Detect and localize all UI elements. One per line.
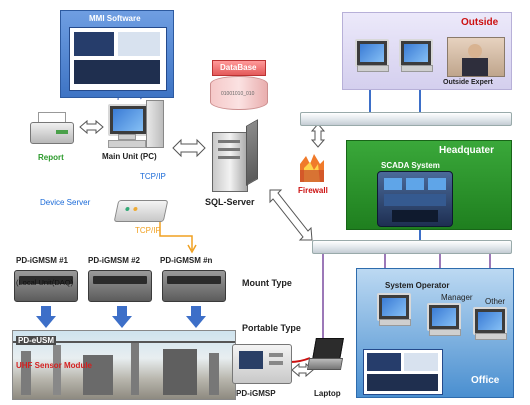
firewall-label: Firewall	[298, 186, 328, 195]
double-arrow-sql-bus	[269, 189, 313, 241]
database-label: DataBase	[220, 63, 257, 72]
outside-pc-1	[355, 39, 389, 67]
system-operator-label: System Operator	[385, 281, 450, 290]
double-arrow-outside-bus	[310, 123, 326, 148]
database-label-box: DataBase	[212, 60, 266, 76]
firewall-icon	[296, 152, 328, 182]
device-server-icon	[113, 200, 169, 222]
main-unit-label: Main Unit (PC)	[102, 152, 157, 161]
main-unit-pc-icon	[108, 100, 164, 148]
pd-igmsm-n-label: PD-iGMSM #n	[160, 256, 213, 265]
other-label: Other	[485, 297, 506, 306]
printer-icon	[30, 112, 74, 148]
laptop-label: Laptop	[314, 389, 341, 398]
office-title: Office	[471, 375, 500, 386]
down-arrow-2	[112, 306, 132, 328]
device-server-label: Device Server	[40, 198, 91, 207]
mmi-software-title: MMI Software	[89, 14, 141, 23]
network-bus-top	[300, 112, 512, 126]
office-panel: System Operator Manager Other Office	[356, 268, 514, 398]
scada-console	[377, 171, 453, 227]
database-bits: 01001010_010	[221, 91, 255, 97]
local-unit-2	[88, 270, 152, 302]
tcpip-label-top: TCP/IP	[140, 172, 166, 181]
headquater-panel: Headquater SCADA System	[346, 140, 512, 230]
pd-igmsp-label: PD-iGMSP	[236, 389, 276, 398]
down-arrow-1	[36, 306, 56, 328]
scada-label: SCADA System	[381, 161, 440, 170]
headquater-title: Headquater	[439, 145, 495, 156]
outside-expert-photo	[447, 37, 505, 77]
local-unit-1	[14, 270, 78, 302]
office-pc-3	[473, 307, 507, 335]
outside-pc-2	[399, 39, 433, 67]
double-arrow-mainunit-sql	[172, 138, 206, 158]
sql-server-label: SQL-Server	[205, 197, 255, 207]
network-bus-middle	[312, 240, 512, 254]
pd-igmsm-1-label: PD-iGMSM #1	[16, 256, 69, 265]
database-cylinder: 01001010_010	[210, 76, 268, 110]
mount-type-label: Mount Type	[242, 278, 292, 288]
outside-title: Outside	[461, 17, 499, 28]
tcpip-label-bottom: TCP/IP	[135, 226, 161, 235]
mmi-screen	[69, 27, 167, 91]
local-unit-n	[162, 270, 226, 302]
pd-eusm-label: PD-eUSM	[16, 336, 57, 345]
mmi-software-panel: MMI Software	[60, 10, 174, 98]
double-arrow-report	[79, 119, 104, 135]
office-pc-1	[377, 293, 411, 321]
report-label: Report	[38, 153, 64, 162]
manager-label: Manager	[441, 293, 473, 302]
outside-panel: Outside Outside Expert	[342, 12, 512, 90]
office-pc-2	[427, 303, 461, 331]
outside-expert-label: Outside Expert	[443, 79, 493, 86]
pd-igmsp-device	[232, 344, 292, 384]
sql-server-icon	[212, 119, 258, 192]
portable-type-label: Portable Type	[242, 323, 301, 333]
laptop-icon	[306, 338, 344, 372]
down-arrow-n	[186, 306, 206, 328]
pd-igmsm-2-label: PD-iGMSM #2	[88, 256, 141, 265]
local-unit-label: (Local Unit(DAQ)	[16, 278, 74, 287]
office-screen	[363, 349, 443, 395]
link-tcpip-orange	[159, 220, 193, 250]
uhf-sensor-label: UHF Sensor Module	[16, 361, 93, 370]
